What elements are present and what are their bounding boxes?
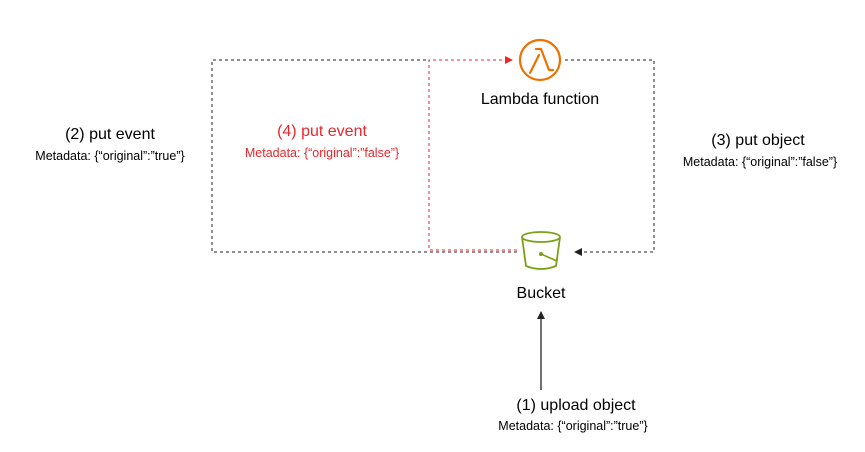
put-event-2-connector: [428, 56, 517, 251]
put-object-connector: [565, 59, 655, 256]
put-event-2-metadata: Metadata: {“original”:”false”}: [244, 146, 400, 160]
put-event-title: (2) put event: [65, 126, 155, 143]
put-object-title: (3) put object: [711, 132, 805, 149]
put-event-2-title: (4) put event: [277, 123, 367, 140]
upload-title: (1) upload object: [516, 397, 636, 414]
put-object-metadata: Metadata: {“original”:”false”}: [682, 155, 838, 169]
upload-metadata: Metadata: {“original”:”true”}: [498, 419, 648, 433]
lambda-label: Lambda function: [480, 91, 600, 108]
put-event-metadata: Metadata: {“original”:”true”}: [35, 149, 185, 163]
s3-bucket-icon: [521, 231, 561, 270]
lambda-icon: [518, 38, 562, 82]
put-event-connector: [211, 59, 517, 253]
bucket-label: Bucket: [516, 285, 566, 302]
